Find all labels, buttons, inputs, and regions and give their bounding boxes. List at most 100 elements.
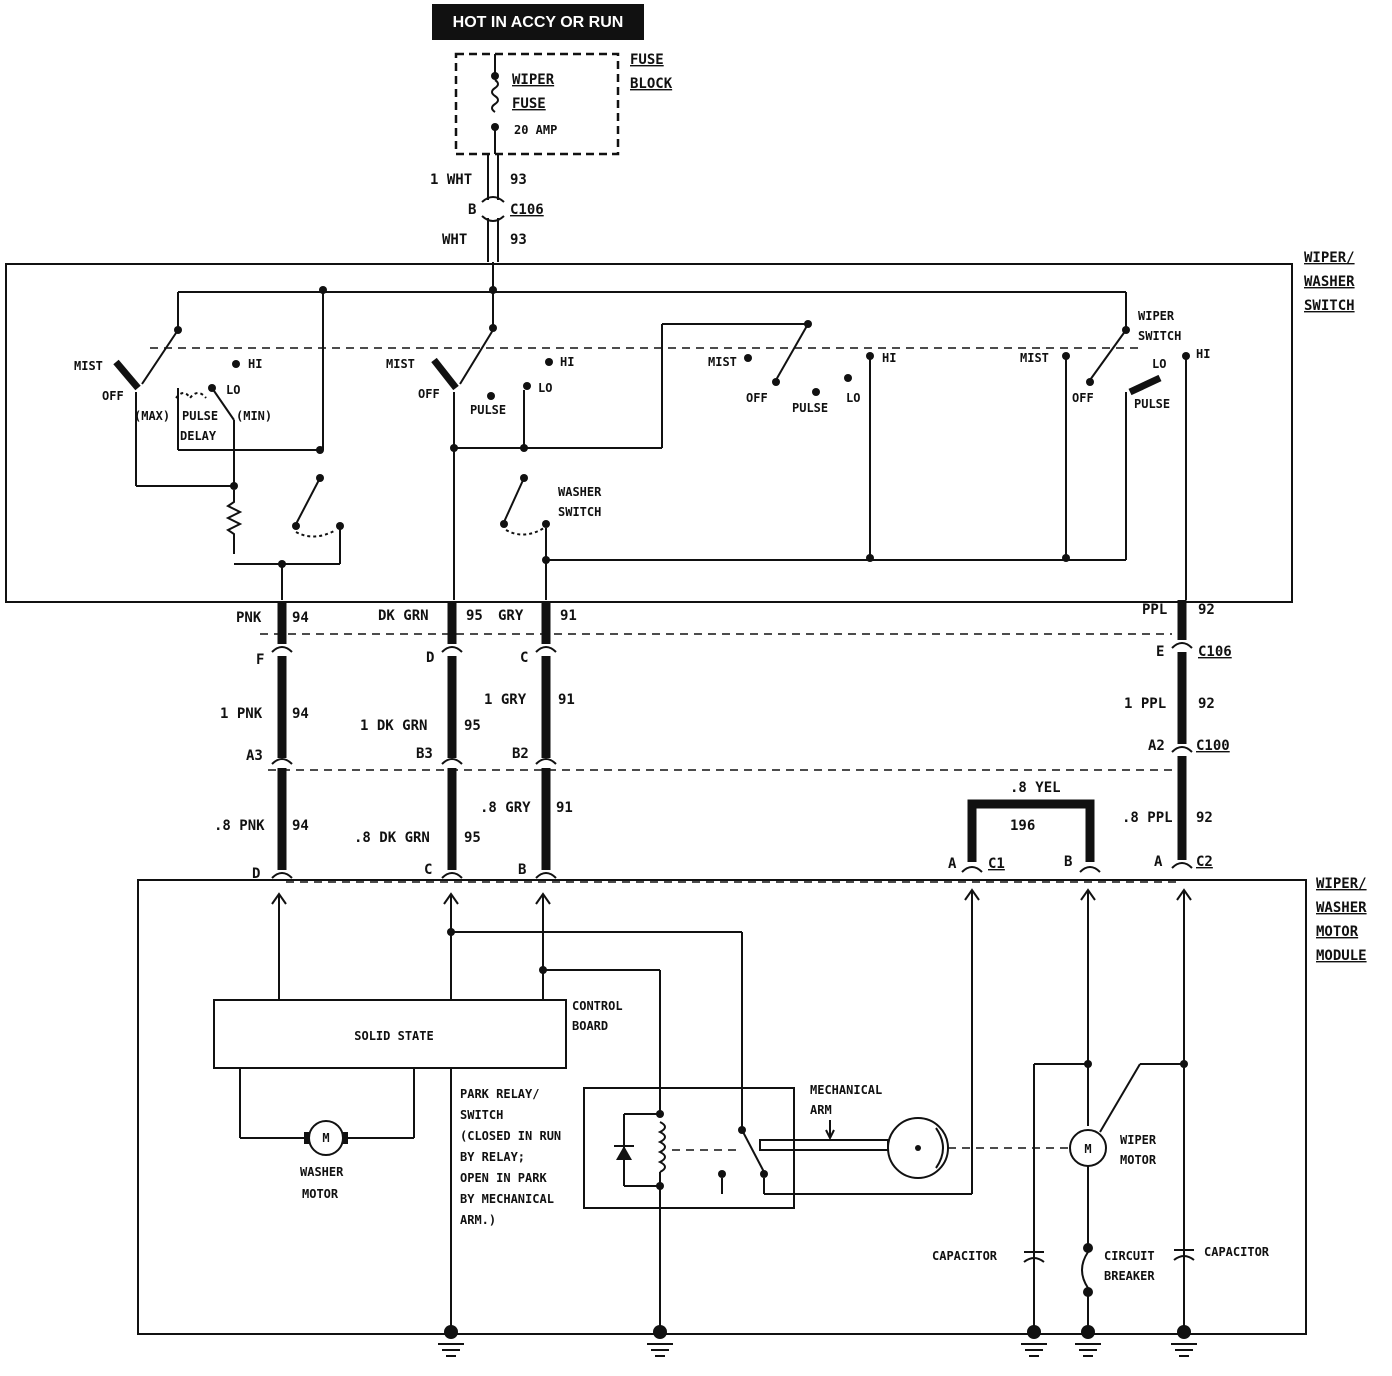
s4-hi: HI <box>1196 347 1210 361</box>
ground-symbols <box>438 1325 1197 1357</box>
gry-c106-pin: C <box>520 650 528 666</box>
s1-min: (MIN) <box>236 409 272 423</box>
washer-contact-left <box>278 474 344 600</box>
feed-wire: 1 WHT 93 B C106 WHT 93 <box>430 154 544 262</box>
control-board-line2: BOARD <box>572 1019 608 1033</box>
ppl-c100-label: C100 <box>1196 738 1230 754</box>
s3-hi: HI <box>882 351 896 365</box>
capacitor-right-label: CAPACITOR <box>1204 1245 1270 1259</box>
power-source-label: HOT IN ACCY OR RUN <box>453 14 624 31</box>
diode-icon <box>616 1146 632 1160</box>
s1-lo: LO <box>226 383 240 397</box>
capacitor-left: CAPACITOR <box>932 1249 1045 1263</box>
s1-mist: MIST <box>74 359 103 373</box>
capacitor-left-label: CAPACITOR <box>932 1249 998 1263</box>
fuse-name-line2: FUSE <box>512 96 546 112</box>
pnk-low-circuit: 94 <box>292 818 309 834</box>
motor-module-title-line3: MOTOR <box>1316 924 1359 940</box>
dkgrn-low-circuit: 95 <box>464 830 481 846</box>
park-relay <box>583 1087 972 1330</box>
wire-pnk-94: PNK 94 F 1 PNK 94 A3 .8 PNK 94 D <box>214 602 309 882</box>
pnk-c106-pin: F <box>256 652 264 668</box>
s2-lo: LO <box>538 381 552 395</box>
gry-top-wire: GRY <box>498 608 524 624</box>
circuit-breaker-icon <box>1081 1251 1089 1289</box>
park-relay-line-6: BY MECHANICAL <box>460 1192 554 1206</box>
ppl-top-wire: PPL <box>1142 602 1167 618</box>
ppl-c100-pin: A2 <box>1148 738 1165 754</box>
washer-motor-line2: MOTOR <box>302 1187 339 1201</box>
s2-mist: MIST <box>386 357 415 371</box>
ppl-top-circuit: 92 <box>1198 602 1215 618</box>
mechanical-arm-line1: MECHANICAL <box>810 1083 882 1097</box>
fuse-name-line1: WIPER <box>512 72 555 88</box>
s4-pulse: PULSE <box>1134 397 1170 411</box>
feed-wire-lower: WHT <box>442 232 467 248</box>
wire-ppl-92: PPL 92 E C106 1 PPL 92 A2 C100 .8 PPL 92… <box>1122 600 1232 870</box>
s4-mist: MIST <box>1020 351 1049 365</box>
ppl-mid-circuit: 92 <box>1198 696 1215 712</box>
s3-mist: MIST <box>708 355 737 369</box>
s4-lo: LO <box>1152 357 1166 371</box>
s4-wiper-switch-line2: SWITCH <box>1138 329 1181 343</box>
dkgrn-low-wire: .8 DK GRN <box>354 830 430 846</box>
gry-low-circuit: 91 <box>556 800 573 816</box>
fuse-block-title-line1: FUSE <box>630 52 664 68</box>
wiper-motor-line1: WIPER <box>1120 1133 1157 1147</box>
park-relay-line-3: (CLOSED IN RUN <box>460 1129 561 1143</box>
yel-pin-b: B <box>1064 854 1072 870</box>
capacitor-right: CAPACITOR <box>1173 1245 1270 1261</box>
switch-section-1: MIST HI OFF LO (MAX) PULSE (MIN) DELAY <box>74 329 324 565</box>
dkgrn-c106-pin: D <box>426 650 434 666</box>
s4-wiper-switch-line1: WIPER <box>1138 309 1175 323</box>
ground-icon <box>438 1325 464 1357</box>
s1-pulse: PULSE <box>182 409 218 423</box>
wiper-motor: M WIPER MOTOR <box>1033 890 1188 1330</box>
fuse-icon <box>491 79 499 113</box>
circuit-breaker-line1: CIRCUIT <box>1104 1249 1155 1263</box>
pnk-c100-pin: A3 <box>246 748 263 764</box>
pnk-low-wire: .8 PNK <box>214 818 265 834</box>
dkgrn-module-pin: C <box>424 862 432 878</box>
solid-state-label: SOLID STATE <box>354 1029 433 1043</box>
washer-switch: WASHER SWITCH <box>500 474 1126 600</box>
yel-connector: C1 <box>988 856 1005 872</box>
control-board-line1: CONTROL <box>572 999 623 1013</box>
gry-low-wire: .8 GRY <box>480 800 531 816</box>
dkgrn-mid-circuit: 95 <box>464 718 481 734</box>
s3-pulse: PULSE <box>792 401 828 415</box>
pnk-top-wire: PNK <box>236 610 262 626</box>
ppl-low-wire: .8 PPL <box>1122 810 1173 826</box>
gry-module-pin: B <box>518 862 526 878</box>
park-relay-line-1: PARK RELAY/ <box>460 1087 539 1101</box>
ppl-module-pin: A <box>1154 854 1163 870</box>
s2-off: OFF <box>418 387 440 401</box>
yel-circuit: 196 <box>1010 818 1035 834</box>
dkgrn-top-circuit: 95 <box>466 608 483 624</box>
pnk-module-pin: D <box>252 866 260 882</box>
fuse-rating: 20 AMP <box>514 123 557 137</box>
wiper-washer-switch-module: WIPER/ WASHER SWITCH <box>5 250 1355 603</box>
solid-state-control-board <box>213 999 567 1069</box>
motor-module-title-line4: MODULE <box>1316 948 1367 964</box>
motor-module-title-line1: WIPER/ <box>1316 876 1367 892</box>
feed-connector: C106 <box>510 202 544 218</box>
gry-mid-circuit: 91 <box>558 692 575 708</box>
s4-off: OFF <box>1072 391 1094 405</box>
s1-max: (MAX) <box>134 409 170 423</box>
washer-motor-line1: WASHER <box>300 1165 344 1179</box>
s1-delay: DELAY <box>180 429 217 443</box>
dkgrn-mid-wire: 1 DK GRN <box>360 718 427 734</box>
washer-motor-symbol: M <box>322 1131 329 1145</box>
dkgrn-top-wire: DK GRN <box>378 608 429 624</box>
ppl-mid-wire: 1 PPL <box>1124 696 1166 712</box>
feed-circuit-lower: 93 <box>510 232 527 248</box>
mechanical-arm: MECHANICAL ARM <box>759 1083 949 1179</box>
power-source-header: HOT IN ACCY OR RUN <box>432 4 644 40</box>
wiper-motor-symbol: M <box>1084 1142 1091 1156</box>
switch-section-4: MIST WIPER SWITCH LO HI OFF PULSE <box>1020 309 1210 600</box>
washer-switch-line1: WASHER <box>558 485 602 499</box>
fuse-block: WIPER FUSE 20 AMP FUSE BLOCK <box>454 52 673 156</box>
switch-section-3: MIST HI OFF PULSE LO <box>708 320 896 562</box>
feed-connector-pin: B <box>468 202 476 218</box>
